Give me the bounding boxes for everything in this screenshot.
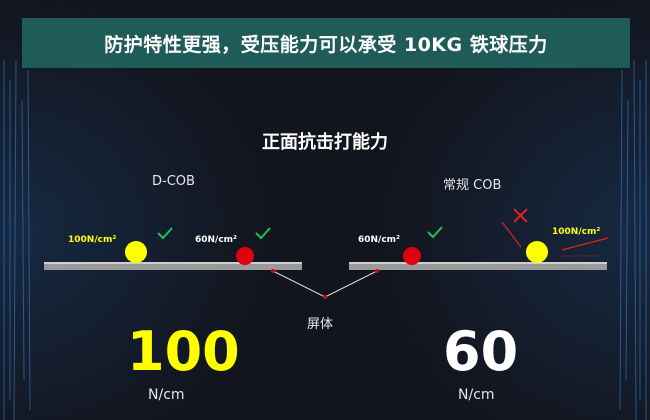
d-cob-small-ball-label: 60N/cm² [195,235,237,245]
d-cob-label: D-COB [152,174,195,189]
impact-diagram: 100N/cm² 60N/cm² 60N/cm² 100N/cm² [44,208,609,299]
regular-cob-screen-bar [349,262,607,270]
cross-icon [513,208,528,223]
regular-cob-big-ball-label: 100N/cm² [552,227,600,237]
section-title: 正面抗击打能力 [262,132,388,153]
d-cob-value: 100 [127,320,240,383]
check-icon [255,227,271,240]
impact-line [501,221,522,248]
banner-title: 防护特性更强，受压能力可以承受 10KG 铁球压力 [104,33,548,56]
d-cob-unit: N/cm [148,387,185,403]
regular-cob-value: 60 [443,320,519,383]
screen-pointer-line [324,270,378,298]
d-cob-screen-bar [44,262,302,270]
regular-cob-small-ball-label: 60N/cm² [358,235,400,245]
check-icon [427,226,443,239]
right-decor-lines [619,60,647,420]
check-icon [157,227,173,240]
header-banner: 防护特性更强，受压能力可以承受 10KG 铁球压力 [22,18,630,68]
impact-line [561,237,609,251]
regular-cob-unit: N/cm [458,387,495,403]
d-cob-red-ball [236,247,254,265]
screen-label: 屏体 [307,317,334,332]
screen-pointer-line [272,270,326,298]
regular-cob-red-ball [403,247,421,265]
regular-cob-label: 常规 COB [443,178,502,193]
d-cob-big-ball-label: 100N/cm² [68,235,116,245]
d-cob-yellow-ball [125,241,147,263]
regular-cob-yellow-ball [526,241,548,263]
left-decor-lines [3,60,31,420]
